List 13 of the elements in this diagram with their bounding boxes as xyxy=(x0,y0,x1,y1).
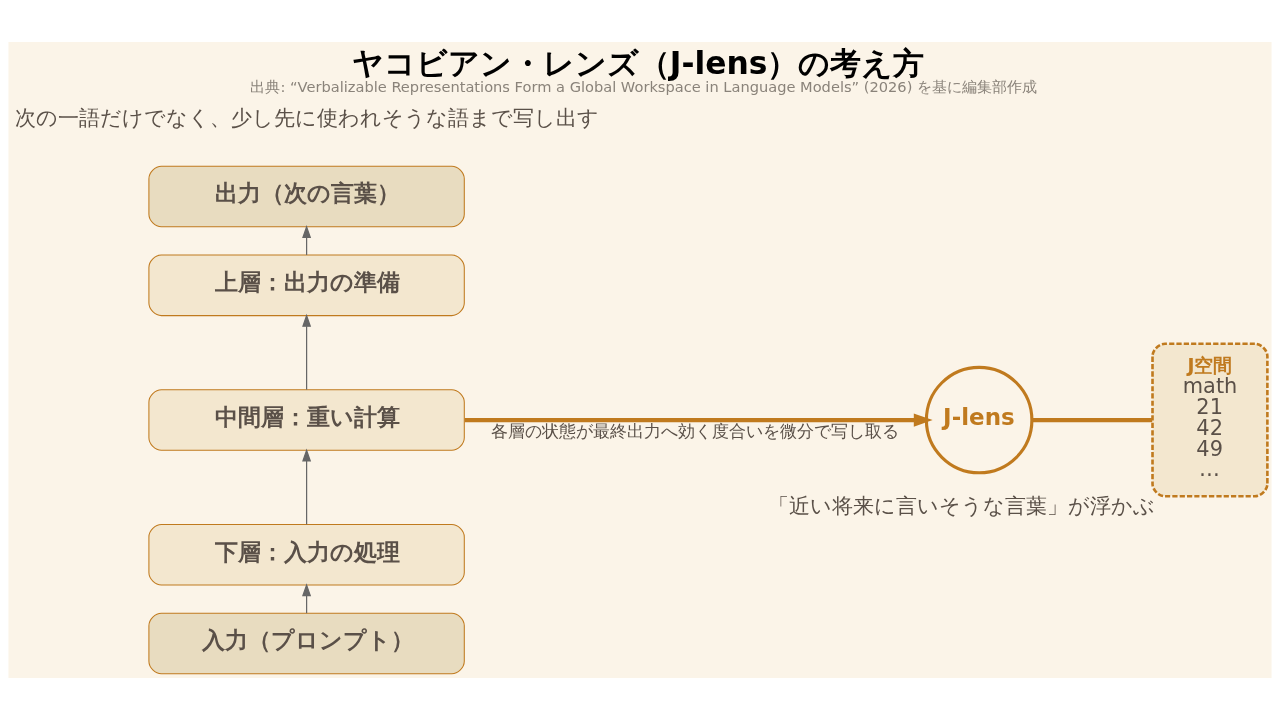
arrow xyxy=(302,313,312,391)
node-circle: J-lens xyxy=(924,365,1034,475)
node-box: 下層：入力の処理 xyxy=(148,523,465,586)
arrow xyxy=(302,448,312,525)
node-box: J空間 math 21 42 49 … xyxy=(1151,342,1269,498)
node-box: 出力（次の言葉） xyxy=(148,165,465,228)
node-box: 中間層：重い計算 xyxy=(148,389,465,451)
node-box: 上層：出力の準備 xyxy=(148,254,465,317)
edge-label: 各層の状態が最終出力へ効く度合いを微分で写し取る xyxy=(491,420,900,441)
node-box: 入力（プロンプト） xyxy=(148,612,465,675)
arrow xyxy=(464,413,933,427)
connector xyxy=(1031,417,1153,423)
label: 次の一語だけでなく、少し先に使われそうな語まで写し出す xyxy=(14,105,599,130)
